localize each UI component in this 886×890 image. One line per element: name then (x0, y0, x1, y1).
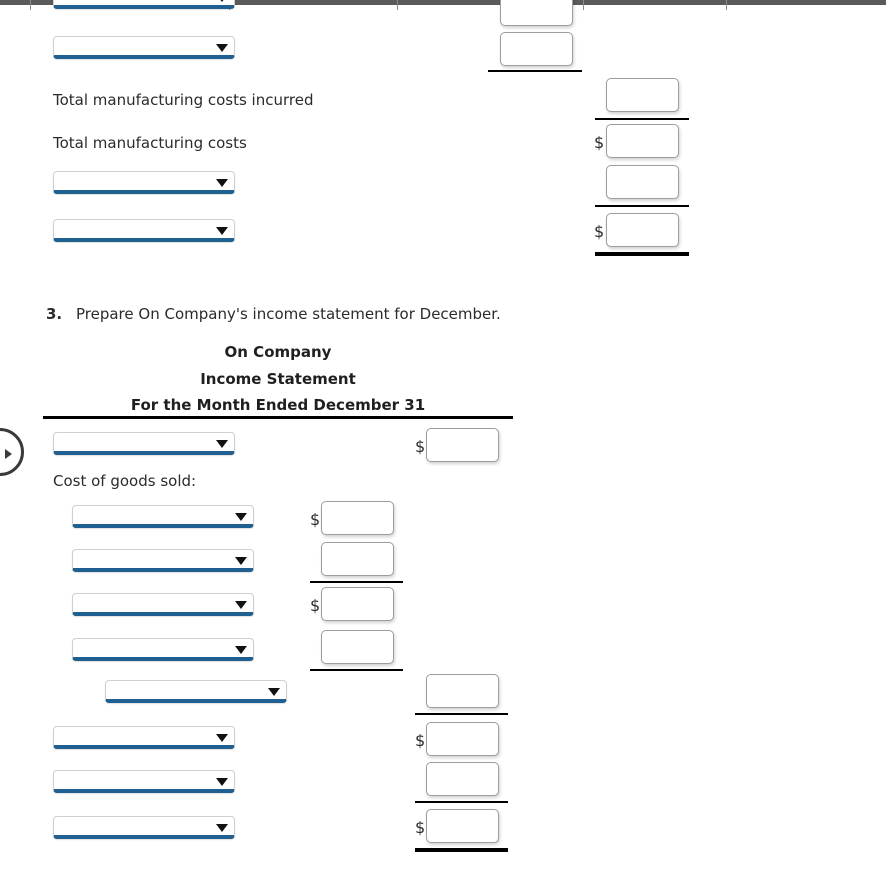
chevron-down-icon (235, 557, 247, 565)
chevron-down-icon (216, 734, 228, 742)
income-select-bottom-2[interactable] (53, 816, 235, 839)
chevron-down-icon (216, 0, 228, 2)
statement-period: For the Month Ended December 31 (130, 396, 426, 414)
schedule-mid-input-1[interactable] (500, 32, 573, 66)
dollar-sign: $ (415, 731, 426, 750)
chevron-down-icon (268, 688, 280, 696)
question-number: 3. (46, 305, 63, 323)
income-input-cogs-1[interactable] (321, 542, 394, 576)
schedule-right-input-3[interactable] (606, 213, 679, 247)
chevron-down-icon (216, 44, 228, 52)
label-cost-of-goods-sold: Cost of goods sold: (53, 472, 197, 490)
dollar-sign: $ (415, 818, 426, 837)
statement-title: Income Statement (200, 370, 356, 388)
dollar-sign: $ (594, 222, 605, 241)
label-total-mfg-costs-incurred: Total manufacturing costs incurred (53, 91, 314, 109)
income-select-cogs-3[interactable] (72, 638, 254, 661)
income-select-cogs-total[interactable] (105, 680, 287, 703)
chevron-down-icon (235, 646, 247, 654)
income-input-cogs-2[interactable] (321, 587, 394, 621)
income-input-revenue[interactable] (426, 428, 499, 462)
schedule-select-1[interactable] (53, 36, 235, 59)
income-input-bottom-0[interactable] (426, 722, 499, 756)
income-input-bottom-2[interactable] (426, 809, 499, 843)
chevron-right-icon (5, 449, 12, 459)
dollar-sign: $ (415, 437, 426, 456)
schedule-select-2[interactable] (53, 171, 235, 194)
dollar-sign: $ (594, 133, 605, 152)
statement-header-rule (43, 416, 513, 419)
cogs-subtotal-rule-0 (310, 581, 403, 583)
statement-company-name: On Company (224, 343, 332, 361)
income-input-cogs-3[interactable] (321, 630, 394, 664)
chevron-down-icon (216, 778, 228, 786)
dollar-sign: $ (310, 510, 321, 529)
chrome-divider (726, 0, 727, 10)
income-input-bottom-1[interactable] (426, 762, 499, 796)
chrome-divider (583, 0, 584, 10)
schedule-right-rule-0 (595, 118, 689, 120)
income-select-revenue[interactable] (53, 432, 235, 455)
question-text: Prepare On Company's income statement fo… (76, 305, 501, 323)
income-input-cogs-total[interactable] (426, 674, 499, 708)
schedule-mid-input-0[interactable] (500, 0, 573, 26)
dollar-sign: $ (310, 596, 321, 615)
income-input-cogs-0[interactable] (321, 501, 394, 535)
chevron-down-icon (216, 227, 228, 235)
net-income-double-rule (415, 848, 508, 852)
schedule-right-input-2[interactable] (606, 165, 679, 199)
chevron-down-icon (235, 513, 247, 521)
operating-income-rule (415, 801, 508, 803)
chrome-divider (30, 0, 31, 10)
chevron-down-icon (216, 179, 228, 187)
income-select-cogs-1[interactable] (72, 549, 254, 572)
gross-profit-rule (415, 713, 508, 715)
browser-chrome-strip (0, 0, 886, 5)
income-select-bottom-1[interactable] (53, 770, 235, 793)
schedule-mid-subtotal-rule (488, 70, 582, 72)
schedule-grand-total-double-rule (595, 252, 689, 256)
cogs-subtotal-rule-1 (310, 669, 403, 671)
label-total-mfg-costs: Total manufacturing costs (53, 134, 247, 152)
schedule-select-0[interactable] (53, 0, 235, 9)
income-select-cogs-0[interactable] (72, 505, 254, 528)
chevron-down-icon (235, 601, 247, 609)
chevron-down-icon (216, 824, 228, 832)
income-select-bottom-0[interactable] (53, 726, 235, 749)
chrome-divider (397, 0, 398, 10)
chevron-down-icon (216, 440, 228, 448)
schedule-right-rule-1 (595, 205, 689, 207)
previous-question-button[interactable] (0, 428, 24, 476)
schedule-right-input-0[interactable] (606, 78, 679, 112)
income-select-cogs-2[interactable] (72, 593, 254, 616)
schedule-right-input-1[interactable] (606, 124, 679, 158)
schedule-select-3[interactable] (53, 219, 235, 242)
